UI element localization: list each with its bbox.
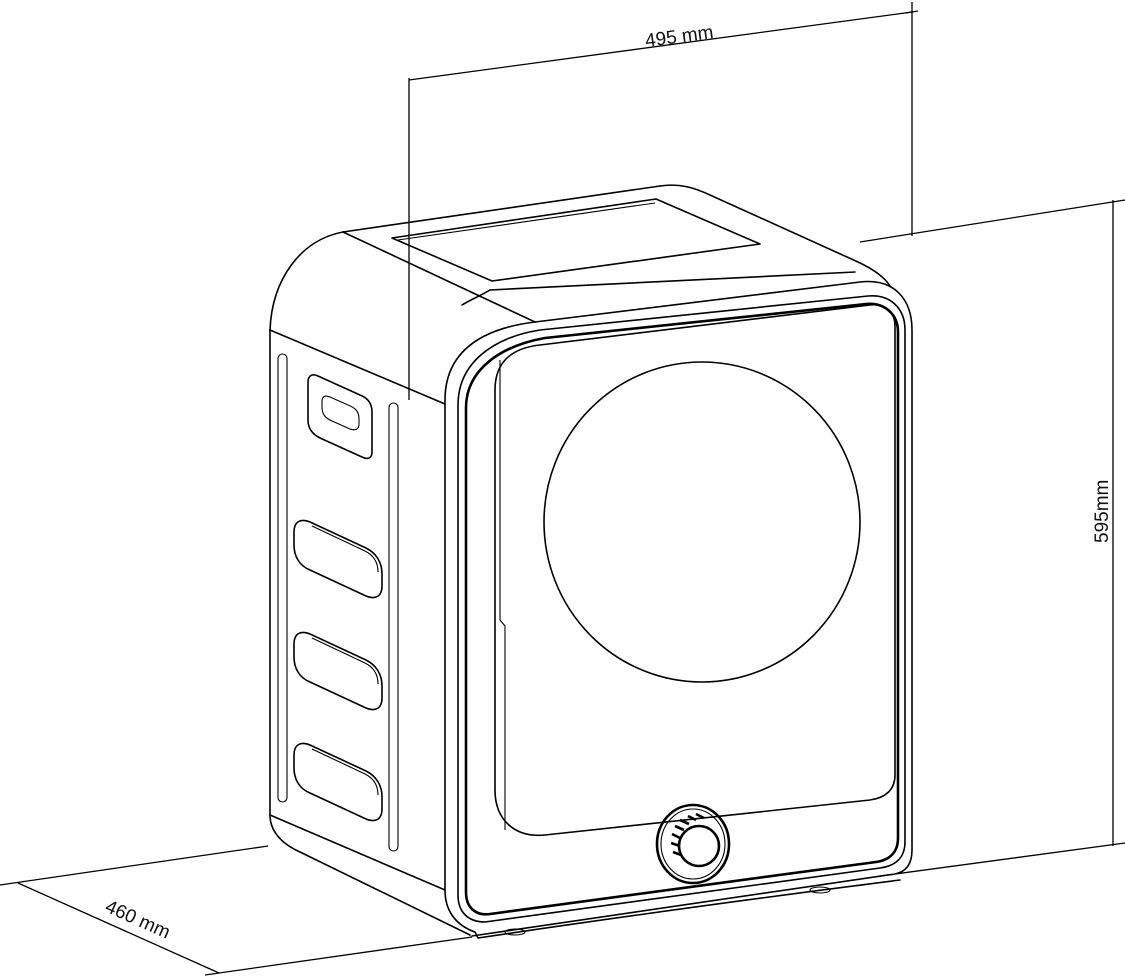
side-handle-recess (307, 374, 373, 460)
side-vent-3 (293, 742, 383, 822)
door-window (543, 361, 861, 683)
width-label: 495 mm (644, 22, 715, 52)
depth-dimension: 460 mm (0, 845, 473, 976)
top-display-panel (391, 198, 761, 282)
front-door[interactable] (494, 303, 896, 837)
side-panel (269, 185, 661, 936)
side-groove-right (388, 402, 399, 852)
top-panel (391, 184, 891, 306)
front-frame (444, 280, 913, 939)
height-dimension: 595mm (859, 199, 1125, 877)
control-knob[interactable] (655, 803, 731, 885)
side-vent-1 (293, 519, 383, 599)
side-groove-left (277, 353, 288, 803)
foot-left (504, 928, 526, 936)
side-vent-2 (293, 631, 383, 711)
foot-right (809, 886, 831, 894)
width-dimension: 495 mm (408, 2, 919, 400)
height-label: 595mm (1092, 480, 1113, 543)
